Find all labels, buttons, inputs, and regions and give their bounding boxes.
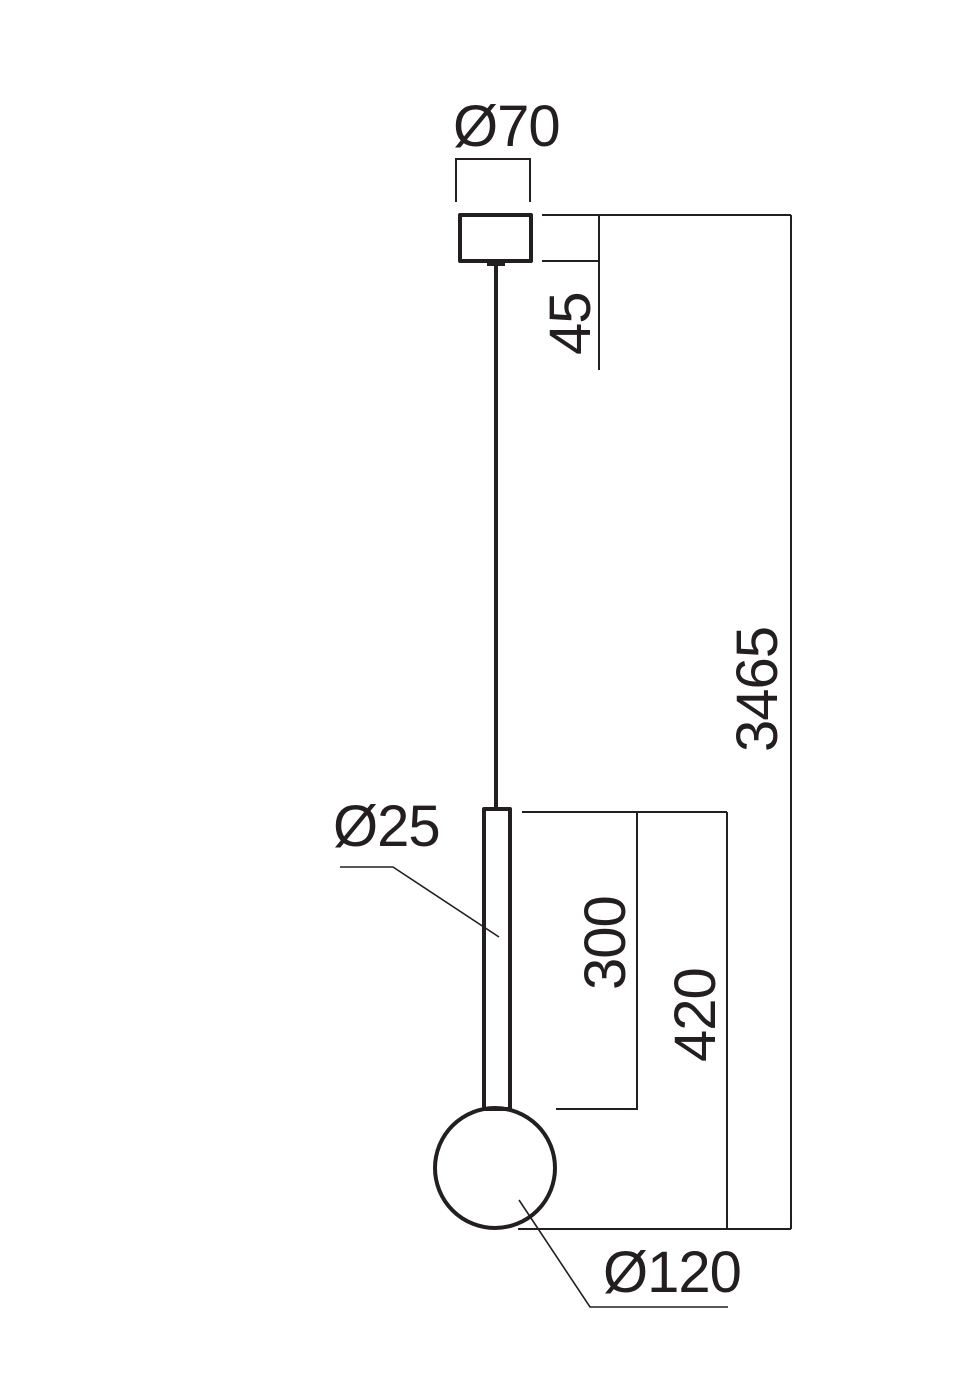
canopy-body [458,213,533,263]
stem-diameter-label: Ø25 [333,794,440,859]
cable-grip [487,260,505,266]
total-height-label: 3465 [725,627,790,752]
stem-length-bracket [522,811,638,1110]
globe-diameter-leader [518,1199,728,1308]
canopy-height-dimension: 45 [538,214,603,370]
stem-diameter-leader [340,866,500,938]
stem-tube [482,807,512,1111]
canopy-diameter-bracket [455,158,531,202]
lamp-body-length-dimension: 420 [637,811,728,1229]
stem-diameter-callout: Ø25 [333,794,500,938]
total-height-dimension: 3465 [600,214,792,1229]
globe-diameter-label: Ø120 [603,1240,741,1305]
canopy-diameter-label: Ø70 [453,94,560,159]
canopy-height-label: 45 [538,292,603,355]
stem-length-label: 300 [573,896,638,990]
globe-diameter-callout: Ø120 [518,1199,742,1308]
lamp-body-length-label: 420 [663,968,728,1062]
canopy-diameter-dimension: Ø70 [453,94,561,202]
globe-shade [433,1106,557,1230]
canopy [458,213,533,266]
stem-length-dimension: 300 [522,811,638,1110]
